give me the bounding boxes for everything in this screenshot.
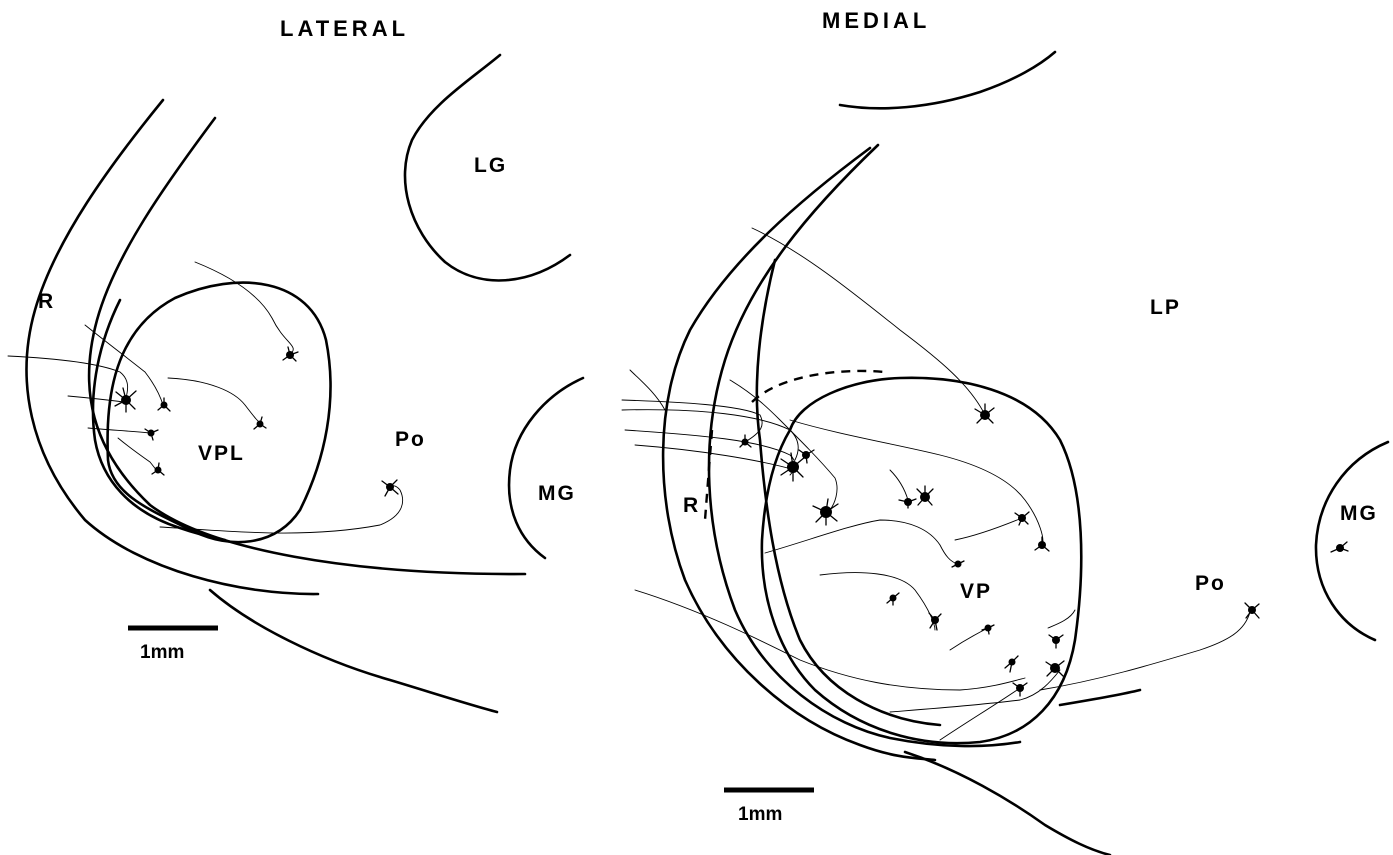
medial-top-curve bbox=[840, 52, 1055, 108]
neuron bbox=[899, 498, 916, 508]
medial-label-vp: VP bbox=[960, 580, 992, 604]
medial-label-po: Po bbox=[1195, 572, 1226, 596]
medial-label-lp: LP bbox=[1150, 296, 1181, 320]
medial-second-boundary bbox=[709, 145, 1020, 746]
neuron bbox=[952, 561, 964, 568]
vpl-nucleus-outline bbox=[108, 283, 331, 543]
neuron bbox=[145, 429, 158, 440]
neuron bbox=[115, 388, 136, 412]
neuron bbox=[283, 347, 298, 361]
neuron bbox=[975, 404, 994, 423]
lateral-label-po: Po bbox=[395, 428, 426, 452]
neuron bbox=[1013, 683, 1027, 696]
neuron bbox=[158, 398, 170, 411]
neuron bbox=[740, 435, 751, 447]
medial-r-curve bbox=[757, 260, 940, 725]
vp-dashed-boundary bbox=[752, 371, 885, 402]
neuron bbox=[799, 450, 814, 463]
medial-panel-title: MEDIAL bbox=[822, 8, 930, 34]
neuron bbox=[1015, 512, 1029, 525]
neuron bbox=[1049, 635, 1063, 648]
medial-label-mg: MG bbox=[1340, 502, 1378, 526]
lateral-label-mg: MG bbox=[538, 482, 576, 506]
neuron bbox=[382, 480, 398, 496]
lateral-label-r: R bbox=[38, 290, 55, 314]
lateral-label-vpl: VPL bbox=[198, 442, 245, 466]
neuron bbox=[152, 463, 164, 475]
lateral-inner-boundary bbox=[89, 118, 525, 574]
medial-scale-label: 1mm bbox=[738, 804, 782, 826]
lateral-panel-title: LATERAL bbox=[280, 16, 409, 42]
medial-panel bbox=[622, 52, 1388, 855]
neuron bbox=[1245, 603, 1259, 618]
neuron bbox=[917, 486, 933, 505]
medial-mg-outline bbox=[1316, 442, 1388, 640]
medial-label-r: R bbox=[683, 494, 700, 518]
neuron bbox=[1331, 542, 1348, 552]
lateral-label-lg: LG bbox=[474, 154, 507, 178]
neuron bbox=[1005, 656, 1018, 672]
medial-lower-boundary bbox=[905, 752, 1110, 855]
neuron bbox=[982, 625, 994, 635]
lateral-scale-label: 1mm bbox=[140, 642, 184, 664]
neuron bbox=[1035, 537, 1049, 551]
neuron bbox=[887, 593, 899, 605]
neuron bbox=[1046, 661, 1064, 676]
medial-outer-boundary bbox=[663, 148, 935, 760]
lateral-r-curve bbox=[93, 300, 225, 540]
lateral-mg-outline bbox=[509, 378, 583, 558]
lateral-lower-boundary bbox=[210, 590, 497, 712]
